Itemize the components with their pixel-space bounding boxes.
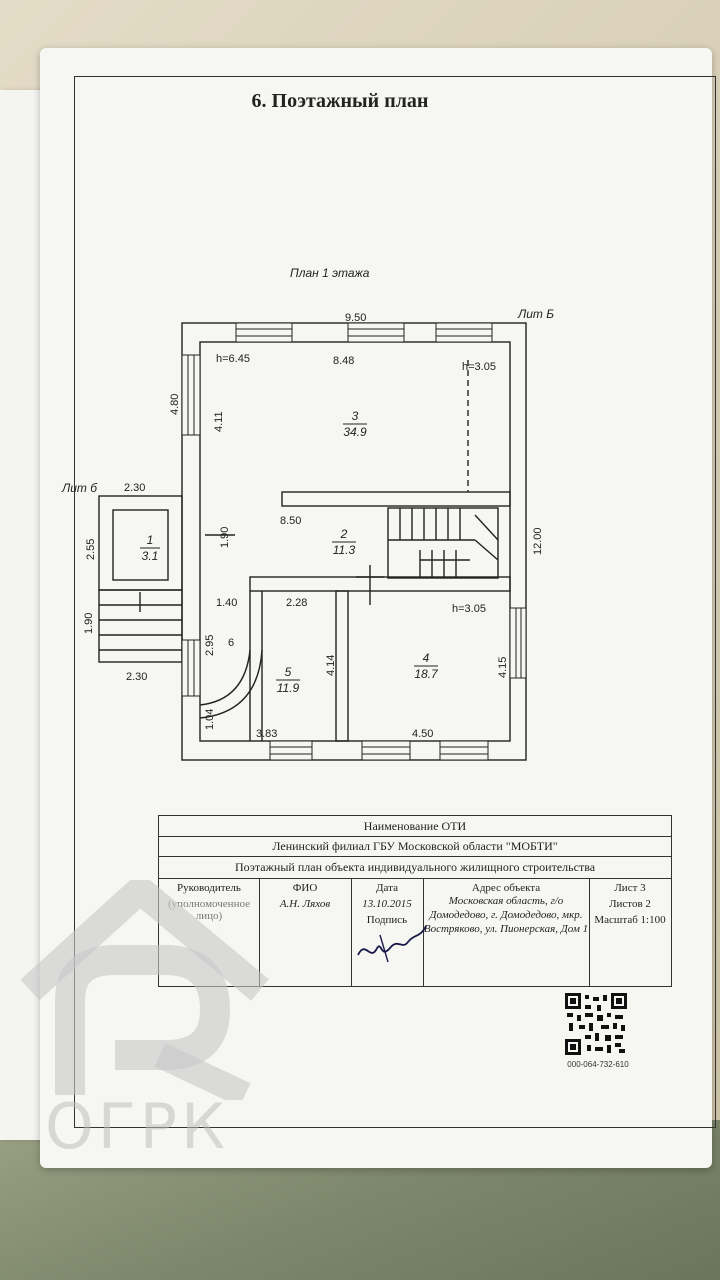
dim-steps-height: 1.90: [83, 613, 95, 634]
walls: [98, 322, 527, 761]
room-3-number: 3: [352, 409, 359, 423]
stamp-name-label: Наименование ОТИ: [159, 816, 671, 837]
stamp-sheet-cell: Лист 3 Листов 2 Масштаб 1:100: [589, 878, 671, 986]
dim-corridor-height: 1.90: [219, 527, 231, 548]
dim-corridor-width: 8.50: [280, 515, 301, 527]
stamp-fio-cell: ФИО А.Н. Ляхов: [259, 878, 352, 986]
stamp-address-label: Адрес объекта: [471, 882, 541, 894]
room-2-area: 11.3: [333, 543, 356, 557]
stamp-fio-label: ФИО: [292, 882, 318, 894]
dim-porch-width-top: 2.30: [124, 482, 145, 494]
room-5-area: 11.9: [277, 681, 300, 695]
document-page: [40, 48, 716, 1168]
dim-140: 1.40: [216, 597, 237, 609]
room-5-number: 5: [285, 665, 292, 679]
stamp-fio-value: А.Н. Ляхов: [279, 898, 331, 910]
dim-6: 6: [228, 637, 234, 649]
room-1-area: 3.1: [142, 549, 159, 563]
stamp-org: Ленинский филиал ГБУ Московской области …: [159, 836, 671, 857]
dim-414: 4.14: [325, 655, 337, 676]
dim-inner-left: 4.11: [213, 411, 225, 432]
stamp-head-label: Руководитель: [177, 882, 241, 894]
qr-number: 000-064-732-610: [567, 1060, 629, 1069]
stamp-sheet: Лист 3: [614, 882, 646, 894]
windows: [181, 322, 527, 761]
room-1-number: 1: [147, 533, 154, 547]
stamp-head-sub: (уполномоченное лицо): [168, 898, 250, 922]
watermark-text: ОГРК: [45, 1090, 230, 1163]
dim-right-height: 12.00: [532, 527, 544, 555]
dim-h-room4: h=3.05: [452, 603, 486, 615]
dim-left-height: 4.80: [169, 394, 181, 415]
document-title: 6. Поэтажный план: [251, 90, 429, 112]
dim-h-right: h=3.05: [462, 361, 496, 373]
stamp-object: Поэтажный план объекта индивидуального ж…: [159, 856, 671, 879]
dim-inner-top: 8.48: [333, 355, 354, 367]
dim-383: 3.83: [256, 728, 277, 740]
stamp-head-cell: Руководитель (уполномоченное лицо): [159, 878, 260, 986]
signature-image: [357, 925, 427, 963]
dim-104: 1.04: [204, 709, 216, 730]
stamp-date-cell: Дата 13.10.2015 Подпись: [351, 878, 424, 986]
dim-450: 4.50: [412, 728, 433, 740]
dim-295: 2.95: [204, 635, 216, 656]
stamp-sheets: Листов 2: [609, 898, 651, 910]
lit-small-label: Лит б: [61, 481, 98, 495]
page-frame: [74, 76, 716, 1128]
dim-h-main: h=6.45: [216, 353, 250, 365]
stamp-scale: Масштаб 1:100: [594, 914, 666, 926]
lit-main-label: Лит Б: [517, 307, 554, 321]
room-2-number: 2: [340, 527, 348, 541]
room-3-area: 34.9: [343, 425, 367, 439]
stamp-date-value: 13.10.2015: [362, 898, 412, 910]
dim-top-width: 9.50: [345, 312, 366, 324]
dim-415: 4.15: [497, 657, 509, 678]
room-4-number: 4: [423, 651, 430, 665]
stamp-address-value: Московская область, г/о Домодедово, г. Д…: [423, 895, 589, 935]
room-4-area: 18.7: [414, 667, 439, 681]
stamp-sign-label: Подпись: [366, 914, 408, 926]
stamp-address-cell: Адрес объекта Московская область, г/о До…: [423, 878, 590, 986]
dim-porch-width-bottom: 2.30: [126, 671, 147, 683]
stamp-date-label: Дата: [376, 882, 398, 894]
dim-porch-height: 2.55: [85, 539, 97, 560]
watermark-logo: [20, 880, 269, 1100]
title-block: Наименование ОТИ Ленинский филиал ГБУ Мо…: [158, 815, 672, 987]
dim-228: 2.28: [286, 597, 307, 609]
plan-title: План 1 этажа: [290, 266, 370, 280]
qr-code: [565, 993, 627, 1055]
